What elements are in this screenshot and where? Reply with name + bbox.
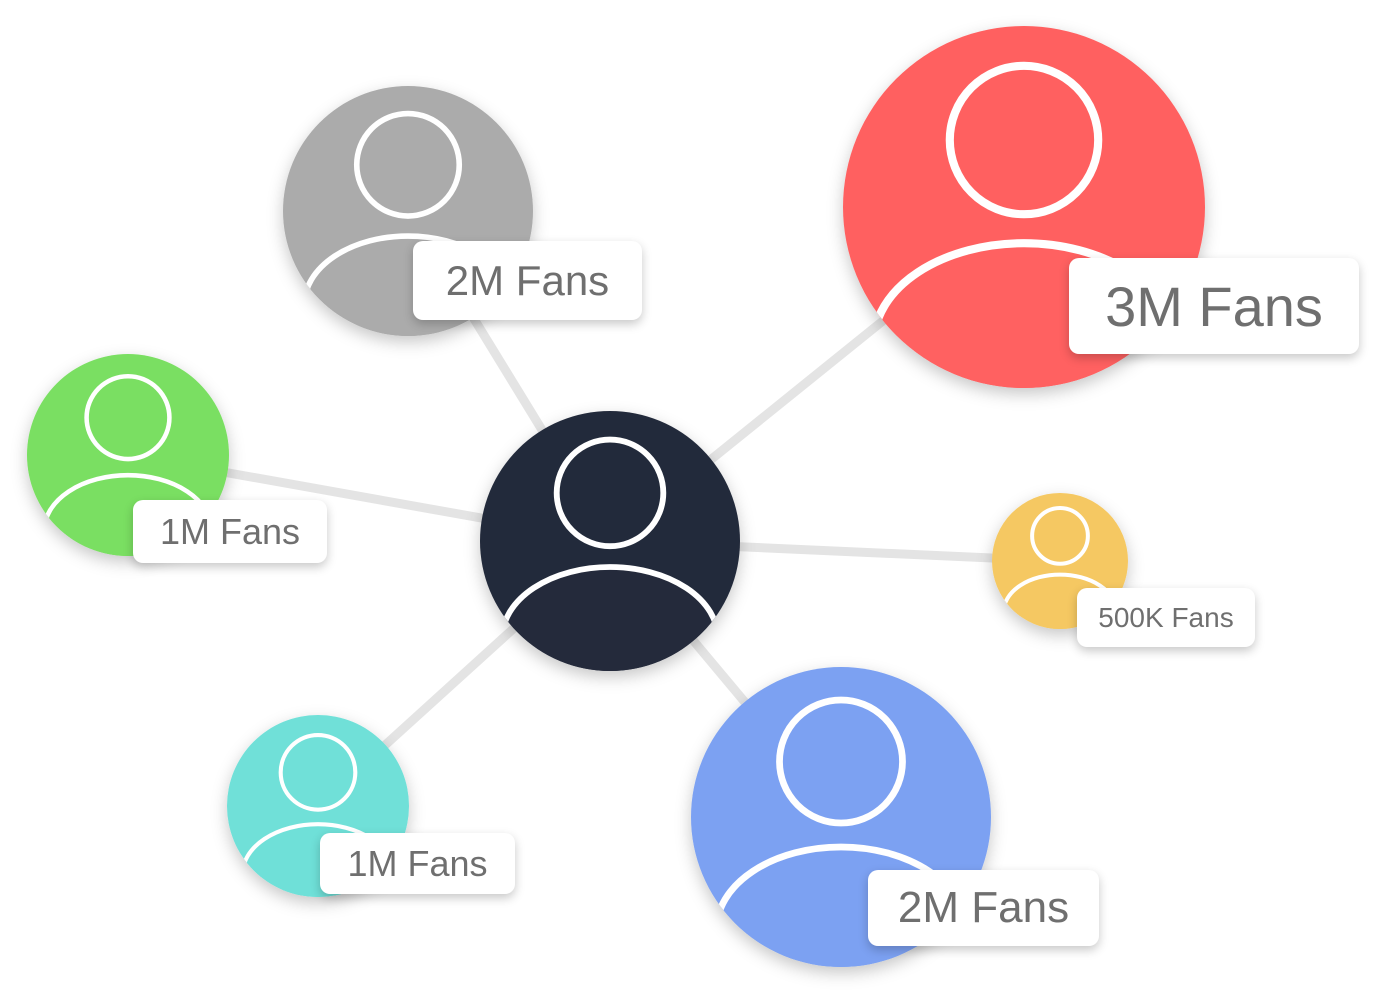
center-user-node[interactable] (480, 411, 740, 710)
fans-label-teal: 1M Fans (320, 833, 515, 894)
fans-label-gray: 2M Fans (413, 241, 642, 320)
user-node-blue[interactable] (691, 667, 991, 996)
fans-label-red: 3M Fans (1069, 258, 1359, 354)
user-node-gray[interactable] (283, 86, 533, 374)
user-node-red[interactable] (843, 26, 1205, 442)
fans-label-green: 1M Fans (133, 500, 327, 563)
fans-label-blue: 2M Fans (868, 870, 1099, 946)
fans-label-yellow: 500K Fans (1077, 588, 1255, 647)
